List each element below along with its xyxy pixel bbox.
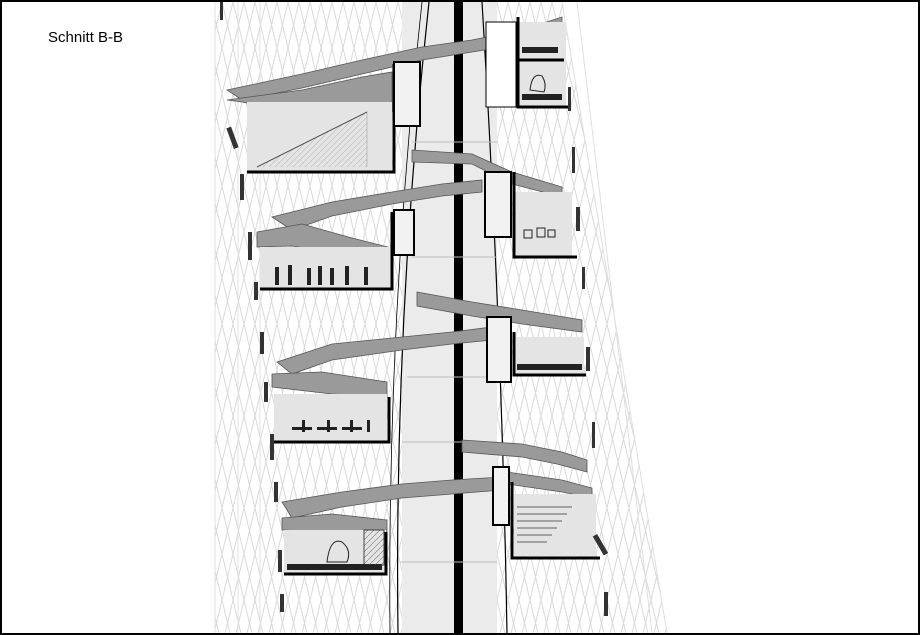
room-right-2 — [484, 171, 577, 259]
room-left-2 — [260, 209, 415, 291]
room-left-1 — [247, 61, 421, 174]
facade-fins — [220, 2, 609, 616]
room-right-1 — [485, 17, 570, 109]
room-left-4 — [284, 529, 388, 576]
room-left-3 — [274, 394, 391, 444]
section-title: Schnitt B-B — [48, 29, 124, 46]
room-right-3 — [486, 316, 586, 383]
ramp-slabs — [225, 16, 593, 535]
core-wall — [454, 2, 463, 633]
room-right-4 — [492, 466, 600, 560]
